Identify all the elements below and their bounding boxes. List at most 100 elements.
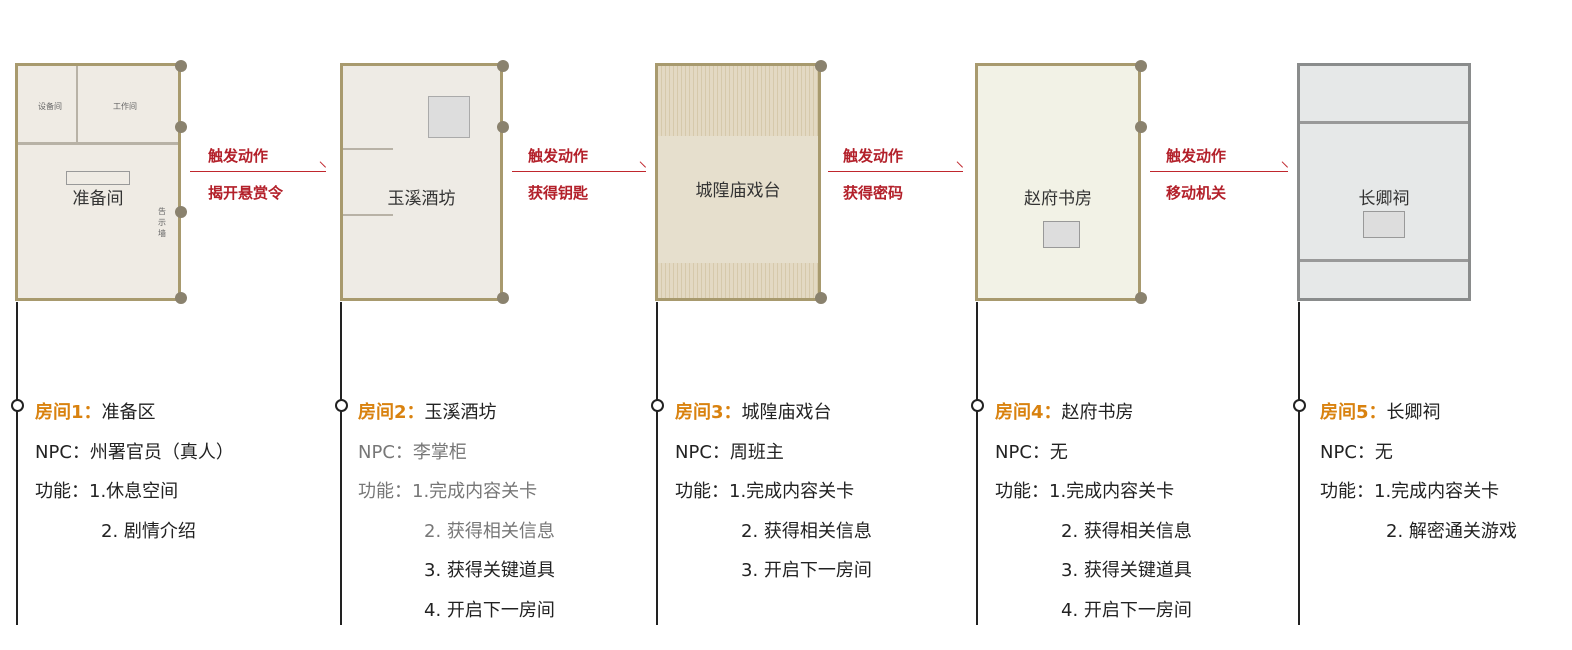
trigger-label: 触发动作 <box>208 147 269 165</box>
func-item: 1.完成内容关卡 <box>412 481 538 502</box>
desk <box>1043 221 1080 248</box>
trigger-action: 移动机关 <box>1166 184 1227 202</box>
pillar <box>175 60 187 72</box>
pillar <box>815 292 827 304</box>
func-label: 功能： <box>358 481 412 502</box>
floor-plan-room-5: 长卿祠 <box>1297 63 1471 301</box>
func-item: 3. 开启下一房间 <box>741 560 872 581</box>
colon: ： <box>406 402 425 423</box>
pillar <box>175 121 187 133</box>
colon: ： <box>1368 402 1387 423</box>
room-name: 赵府书房 <box>1061 402 1134 423</box>
room-label: 设备间 <box>38 102 62 111</box>
func-item: 2. 获得相关信息 <box>1061 520 1192 542</box>
floor-plan-room-4: 赵府书房 <box>975 60 1147 304</box>
timeline-line <box>976 302 978 625</box>
pillar <box>497 292 509 304</box>
room-title: 房间2 <box>358 402 407 423</box>
plan-name: 准备间 <box>72 189 124 209</box>
pillar <box>497 60 509 72</box>
floor-plan-room-1: 设备间 工作间 告示墙 准备间 <box>15 60 187 304</box>
trigger-action: 获得密码 <box>843 184 904 202</box>
arrow <box>828 171 963 172</box>
npc: 州署官员（真人） <box>89 441 234 463</box>
npc: 李掌柜 <box>412 441 467 463</box>
trigger-action: 揭开悬赏令 <box>208 184 284 202</box>
func-item: 1.完成内容关卡 <box>1374 481 1500 502</box>
altar <box>1363 211 1405 238</box>
func-item: 4. 开启下一房间 <box>1061 599 1192 621</box>
pillar <box>175 292 187 304</box>
room-info-4: 房间4：赵府书房 NPC：无 功能：1.完成内容关卡 2. 获得相关信息 3. … <box>995 393 1192 630</box>
table <box>428 96 470 138</box>
timeline-line <box>340 302 342 625</box>
func-item: 2. 剧情介绍 <box>101 520 196 542</box>
room-title: 房间5 <box>1320 402 1369 423</box>
trigger-label: 触发动作 <box>1166 147 1227 165</box>
pillar <box>815 60 827 72</box>
room-info-2: 房间2：玉溪酒坊 NPC：李掌柜 功能：1.完成内容关卡 2. 获得相关信息 3… <box>358 393 555 630</box>
plan-name: 玉溪酒坊 <box>387 189 456 209</box>
pillar <box>1135 121 1147 133</box>
floor-plan-room-3: 城隍庙戏台 <box>655 60 827 304</box>
plan-name: 赵府书房 <box>1024 189 1092 209</box>
plan-name: 城隍庙戏台 <box>695 181 781 201</box>
npc-label: NPC： <box>995 441 1050 463</box>
timeline-dot <box>11 399 24 412</box>
npc-label: NPC： <box>35 441 90 463</box>
func-label: 功能： <box>1320 481 1374 502</box>
arrow <box>1150 171 1288 172</box>
func-item: 1.完成内容关卡 <box>1049 481 1175 502</box>
room-label: 工作间 <box>113 102 137 111</box>
npc: 周班主 <box>729 441 784 463</box>
wall <box>343 214 393 216</box>
func-item: 4. 开启下一房间 <box>424 599 555 621</box>
timeline-dot <box>335 399 348 412</box>
room-info-3: 房间3：城隍庙戏台 NPC：周班主 功能：1.完成内容关卡 2. 获得相关信息 … <box>675 393 872 591</box>
func-label: 功能： <box>35 481 89 502</box>
timeline-dot <box>971 399 984 412</box>
room-name: 城隍庙戏台 <box>741 402 832 423</box>
room-info-5: 房间5：长卿祠 NPC：无 功能：1.完成内容关卡 2. 解密通关游戏 <box>1320 393 1517 551</box>
room-title: 房间1 <box>35 402 84 423</box>
npc: 无 <box>1374 441 1393 463</box>
arrow <box>512 171 646 172</box>
arrow <box>190 171 326 172</box>
func-item: 1.完成内容关卡 <box>729 481 855 502</box>
room-label: 告示墙 <box>158 207 166 238</box>
timeline-line <box>1298 302 1300 625</box>
npc-label: NPC： <box>1320 441 1375 463</box>
pillar <box>1135 292 1147 304</box>
colon: ： <box>83 402 102 423</box>
trigger-label: 触发动作 <box>843 147 904 165</box>
timeline-dot <box>1293 399 1306 412</box>
timeline-line <box>16 302 18 625</box>
counter <box>66 171 130 185</box>
room-title: 房间3 <box>675 402 724 423</box>
wall <box>343 148 393 150</box>
colon: ： <box>1043 402 1062 423</box>
floor-plan-room-2: 玉溪酒坊 <box>340 60 509 304</box>
room-name: 玉溪酒坊 <box>424 402 497 423</box>
room-name: 准备区 <box>101 402 156 423</box>
colon: ： <box>723 402 742 423</box>
func-item: 2. 获得相关信息 <box>424 520 555 542</box>
room-info-1: 房间1：准备区 NPC：州署官员（真人） 功能：1.休息空间 2. 剧情介绍 <box>35 393 234 551</box>
npc-label: NPC： <box>675 441 730 463</box>
func-item: 3. 获得关键道具 <box>1061 560 1192 581</box>
trigger-action: 获得钥匙 <box>528 184 589 202</box>
npc-label: NPC： <box>358 441 413 463</box>
func-label: 功能： <box>995 481 1049 502</box>
npc: 无 <box>1049 441 1068 463</box>
room-name: 长卿祠 <box>1386 402 1441 423</box>
func-item: 3. 获得关键道具 <box>424 560 555 581</box>
timeline-line <box>656 302 658 625</box>
pillar <box>175 206 187 218</box>
stage <box>658 136 818 263</box>
wall <box>1300 259 1468 262</box>
wall <box>1300 121 1468 124</box>
func-item: 2. 获得相关信息 <box>741 520 872 542</box>
plan-name: 长卿祠 <box>1358 189 1410 209</box>
wall <box>76 66 78 142</box>
func-item: 2. 解密通关游戏 <box>1386 520 1517 542</box>
